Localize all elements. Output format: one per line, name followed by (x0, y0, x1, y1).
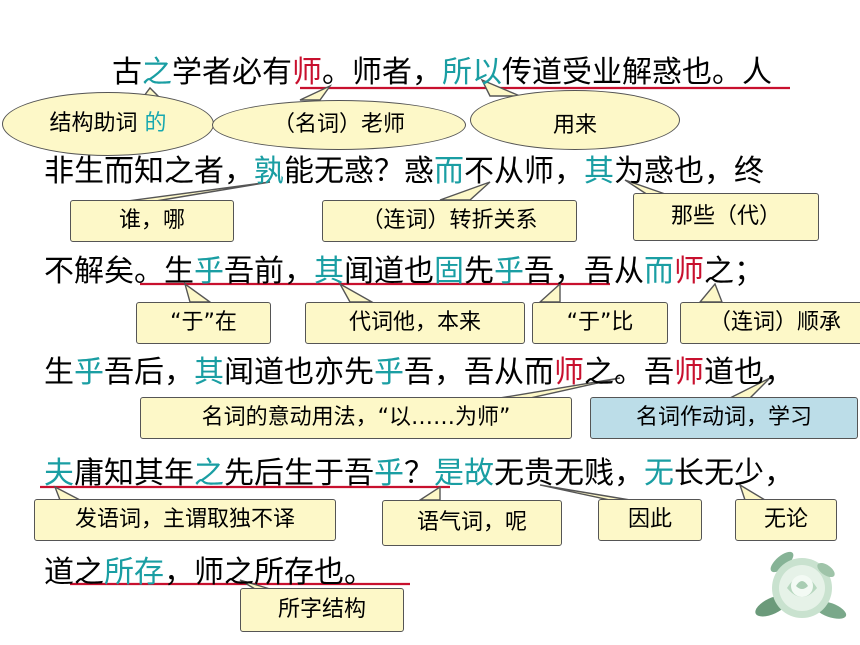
note-yu-compare: “于”比 (532, 302, 668, 344)
note-suo-structure: 所字结构 (240, 588, 404, 632)
note-pronoun-he: 代词他，本来 (305, 302, 525, 344)
rose-flower-icon (755, 551, 847, 619)
note-conj-contrast: （连词）转折关系 (322, 200, 577, 242)
note-conj-sequential: （连词）顺承 (680, 302, 860, 344)
text-line-3: 不解矣。生乎吾前，其闻道也固先乎吾，吾从而师之； (44, 254, 764, 289)
note-putative-usage: 名词的意动用法，“以……为师” (140, 397, 572, 439)
note-initial-particle: 发语词，主谓取独不译 (34, 499, 336, 541)
text-line-2: 非生而知之者，孰能无惑？惑而不从师，其为惑也，终 (44, 154, 764, 189)
note-yonglai: 用来 (470, 90, 680, 150)
note-structural-particle: 结构助词 的 (2, 92, 214, 156)
note-yu-at: “于”在 (136, 302, 271, 344)
text-line-1: 古之学者必有师。师者，所以传道受业解惑也。人 (112, 55, 772, 90)
note-modal-particle: 语气词，呢 (382, 500, 562, 546)
note-regardless: 无论 (735, 499, 837, 541)
note-those-pronoun: 那些（代） (633, 193, 819, 241)
text-line-5: 夫庸知其年之先后生于吾乎？是故无贵无贱，无长无少， (44, 456, 794, 491)
note-noun-teacher: （名词）老师 (212, 100, 466, 150)
note-therefore: 因此 (598, 499, 702, 541)
text-line-6: 道之所存，师之所存也。 (44, 555, 374, 590)
note-noun-as-verb: 名词作动词，学习 (590, 397, 858, 439)
text-line-4: 生乎吾后，其闻道也亦先乎吾，吾从而师之。吾师道也， (44, 355, 794, 390)
note-who: 谁，哪 (70, 200, 234, 242)
